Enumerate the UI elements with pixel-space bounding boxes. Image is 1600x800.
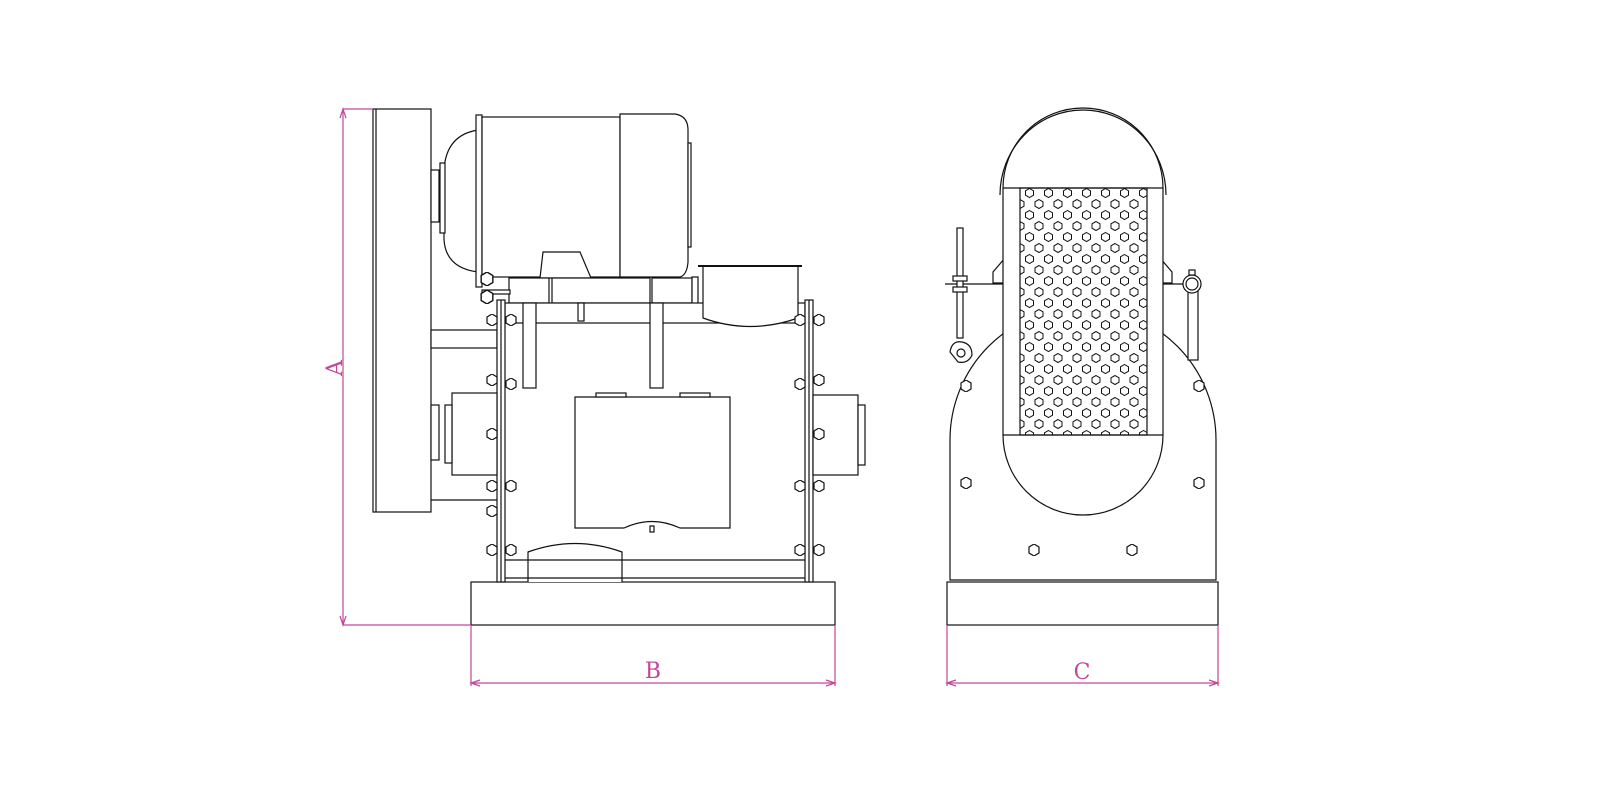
dimension-label-b: B [645,659,661,684]
dimension-a: A [323,107,471,627]
side-view [372,108,866,626]
dimension-c: C [945,625,1220,687]
front-base-plate [946,581,1219,626]
drive-shaft [430,329,498,349]
adjusting-rod [956,227,964,339]
screen-box [574,396,731,529]
right-bearing [812,394,859,476]
motor [439,113,699,307]
dimension-label-c: C [1074,660,1091,685]
base-plate [470,581,836,626]
outlet [527,542,623,582]
dimension-label-a: A [323,359,348,377]
dimension-b: B [469,625,837,687]
front-view [945,107,1219,626]
perforated-screen [1019,187,1148,436]
hopper [702,265,799,328]
pulley-guard [372,108,432,513]
